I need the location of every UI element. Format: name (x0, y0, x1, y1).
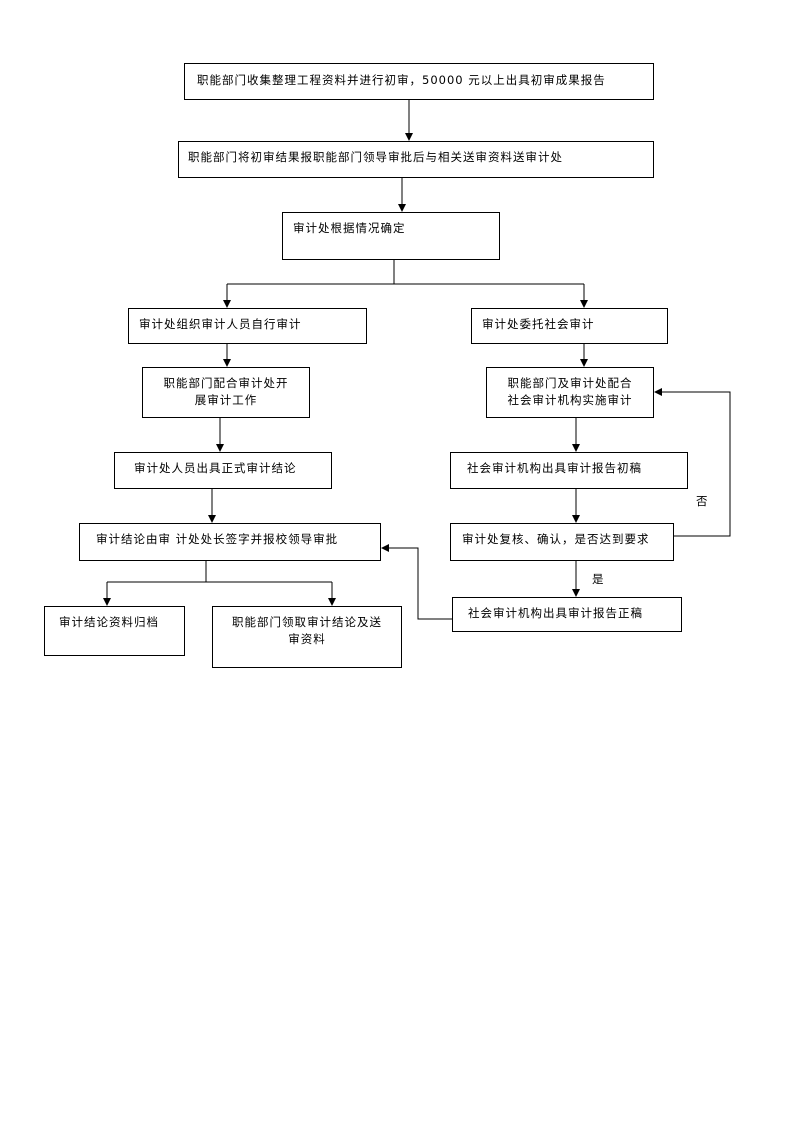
step-archive-text: 审计结论资料归档 (59, 615, 159, 629)
step-cooperate-left-line1: 职能部门配合审计处开 (163, 376, 289, 390)
step-review-text: 审计处复核、确认，是否达到要求 (462, 532, 650, 546)
step-departments-cooperate-left: 职能部门配合审计处开 展审计工作 (142, 367, 310, 418)
step-receive-line2: 审资料 (288, 632, 326, 646)
feedback-loop-no (654, 388, 731, 537)
step-archive: 审计结论资料归档 (44, 606, 185, 656)
step-submit-text: 职能部门将初审结果报职能部门领导审批后与相关送审资料送审计处 (188, 150, 563, 164)
step-departments-cooperate-right: 职能部门及审计处配合 社会审计机构实施审计 (486, 367, 654, 418)
step-decide-text: 审计处根据情况确定 (293, 221, 406, 235)
step-collect-preliminary-review: 职能部门收集整理工程资料并进行初审，50000 元以上出具初审成果报告 (184, 63, 654, 100)
label-yes: 是 (592, 572, 604, 586)
step-receive-line1: 职能部门领取审计结论及送 (232, 615, 382, 629)
step-conclusion-text: 审计处人员出具正式审计结论 (134, 461, 297, 475)
arrow-final-to-signoff (381, 544, 452, 620)
step-collect-text: 职能部门收集整理工程资料并进行初审，50000 元以上出具初审成果报告 (197, 73, 606, 87)
step-final-text: 社会审计机构出具审计报告正稿 (468, 606, 643, 620)
step-entrust-social-audit: 审计处委托社会审计 (471, 308, 668, 344)
step-cooperate-right-line1: 职能部门及审计处配合 (507, 376, 633, 390)
step-self-audit-text: 审计处组织审计人员自行审计 (139, 317, 302, 331)
step-review-confirm: 审计处复核、确认，是否达到要求 (450, 523, 674, 561)
step-signoff-text: 审计结论由审 计处处长签字并报校领导审批 (96, 532, 339, 546)
label-no: 否 (696, 494, 708, 508)
step-receive-conclusion: 职能部门领取审计结论及送 审资料 (212, 606, 402, 668)
step-formal-conclusion: 审计处人员出具正式审计结论 (114, 452, 332, 489)
step-cooperate-left-line2: 展审计工作 (194, 393, 258, 407)
step-self-audit: 审计处组织审计人员自行审计 (128, 308, 367, 344)
step-draft-report: 社会审计机构出具审计报告初稿 (450, 452, 688, 489)
step-cooperate-right-line2: 社会审计机构实施审计 (507, 393, 633, 407)
step-final-report: 社会审计机构出具审计报告正稿 (452, 597, 682, 632)
step-draft-text: 社会审计机构出具审计报告初稿 (467, 461, 642, 475)
step-entrust-text: 审计处委托社会审计 (482, 317, 595, 331)
step-submit-to-audit-office: 职能部门将初审结果报职能部门领导审批后与相关送审资料送审计处 (178, 141, 654, 178)
step-audit-office-decide: 审计处根据情况确定 (282, 212, 500, 260)
step-signoff-approval: 审计结论由审 计处处长签字并报校领导审批 (79, 523, 381, 561)
